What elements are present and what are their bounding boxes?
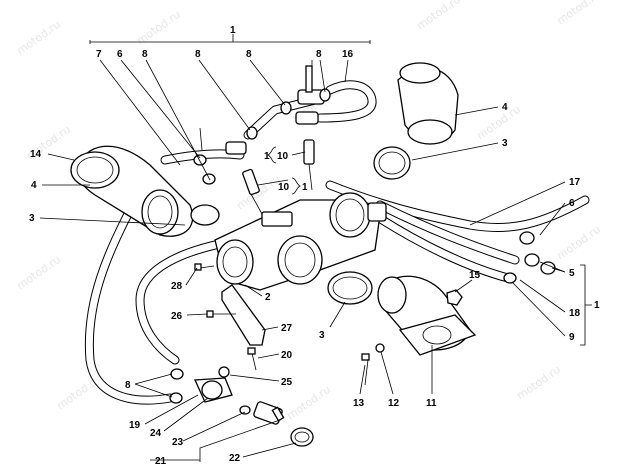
watermark-text: motod.ru [554, 223, 603, 263]
label-3: 3 [502, 138, 508, 149]
tee-fitting [225, 65, 325, 155]
watermark-text: motod.ru [474, 103, 523, 143]
label-3: 3 [29, 213, 35, 224]
hose-18 [375, 200, 520, 265]
watermark-text: motod.ru [514, 363, 563, 403]
label-24: 24 [150, 428, 162, 439]
label-8: 8 [316, 49, 322, 60]
label-22: 22 [229, 453, 241, 464]
label-1: 1 [302, 182, 308, 193]
hose-left-loop [84, 205, 245, 405]
label-7: 7 [96, 49, 102, 60]
label-8: 8 [142, 49, 148, 60]
watermark-text: motod.ru [554, 0, 603, 27]
bracket-27 [221, 284, 266, 346]
label-5: 5 [569, 268, 575, 279]
hose-17 [325, 180, 590, 233]
label-6: 6 [117, 49, 123, 60]
watermark-text: motod.ru [14, 253, 63, 293]
injectors-10 [242, 139, 315, 215]
watermark-text: motod.ru [234, 173, 283, 213]
label-16: 16 [342, 49, 354, 60]
label-9: 9 [569, 332, 575, 343]
label-6: 6 [569, 198, 575, 209]
throttle-body-assembly [214, 192, 387, 291]
label-13: 13 [353, 398, 365, 409]
label-2: 2 [265, 292, 271, 303]
hose-clamp-3-inner [332, 276, 368, 300]
hose-clamp-6 [202, 173, 216, 185]
sensor-assembly-21 [194, 377, 314, 447]
nut-15 [446, 289, 463, 306]
callout-labels: 1 7 6 8 8 8 8 16 4 3 14 4 3 1 10 10 1 17… [29, 25, 600, 467]
watermark-text: motod.ru [14, 18, 63, 58]
nut-25 [218, 366, 230, 378]
hose-clamps-8 [169, 88, 331, 404]
label-19: 19 [129, 420, 141, 431]
leader-lines [39, 34, 592, 462]
label-15: 15 [469, 270, 481, 281]
label-1-top: 1 [230, 25, 236, 36]
label-23: 23 [172, 437, 184, 448]
label-17: 17 [569, 177, 581, 188]
label-28: 28 [171, 281, 183, 292]
label-14: 14 [30, 149, 42, 160]
intake-boot-right [373, 62, 459, 180]
hose-9 [365, 207, 513, 283]
label-3: 3 [319, 330, 325, 341]
intake-boot-left [70, 145, 220, 237]
fittings-5-6 [503, 231, 556, 284]
watermark-text: motod.ru [134, 8, 183, 48]
intake-manifold-11 [377, 275, 477, 356]
watermark-text: motod.ru [284, 383, 333, 423]
label-10: 10 [277, 151, 289, 162]
label-21: 21 [155, 456, 167, 467]
label-11: 11 [426, 398, 437, 409]
hose-16 [315, 80, 377, 123]
label-1: 1 [264, 151, 270, 162]
label-8: 8 [125, 380, 131, 391]
label-8: 8 [246, 49, 252, 60]
label-4: 4 [31, 180, 37, 191]
label-8: 8 [195, 49, 201, 60]
label-12: 12 [388, 398, 400, 409]
label-20: 20 [281, 350, 293, 361]
label-26: 26 [171, 311, 183, 322]
label-10: 10 [278, 182, 290, 193]
watermark-text: motod.ru [414, 0, 463, 32]
label-27: 27 [281, 323, 293, 334]
label-4: 4 [502, 102, 508, 113]
label-25: 25 [281, 377, 293, 388]
screws [194, 60, 385, 386]
label-18: 18 [569, 308, 581, 319]
label-1: 1 [594, 300, 600, 311]
